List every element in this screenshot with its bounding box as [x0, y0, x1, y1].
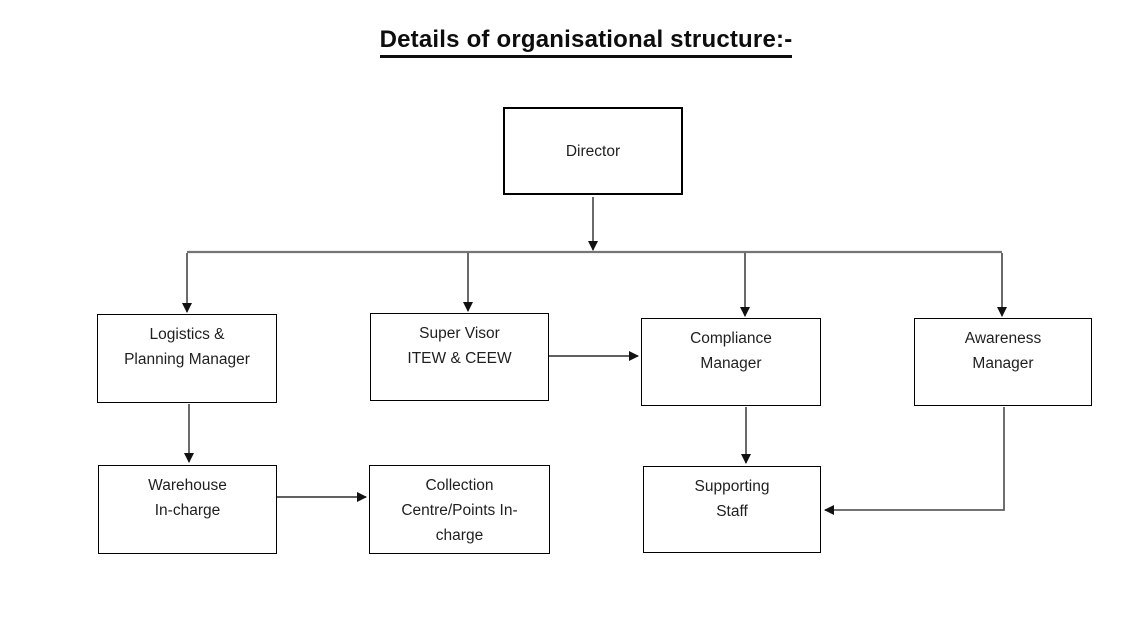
node-awareness-manager: Awareness Manager: [914, 318, 1092, 406]
node-director: Director: [503, 107, 683, 195]
node-label-line: Collection: [425, 477, 494, 494]
node-compliance-manager: Compliance Manager: [641, 318, 821, 406]
node-label-line: ITEW & CEEW: [407, 350, 512, 367]
node-label-line: Centre/Points In-: [401, 502, 518, 519]
node-label-line: Super Visor: [419, 325, 500, 342]
node-logistics-planning-manager: Logistics & Planning Manager: [97, 314, 277, 403]
node-supervisor-itew-ceew: Super Visor ITEW & CEEW: [370, 313, 549, 401]
node-label-line: In-charge: [154, 502, 221, 519]
page-title-row: Details of organisational structure:-: [30, 26, 1142, 58]
node-label-line: Compliance: [690, 330, 772, 347]
node-label-line: Director: [565, 142, 621, 160]
node-warehouse-incharge: Warehouse In-charge: [98, 465, 277, 554]
node-collection-centre-points-incharge: Collection Centre/Points In- charge: [369, 465, 550, 554]
node-label-line: Staff: [716, 503, 748, 520]
node-label-line: Supporting: [694, 478, 770, 495]
node-label-line: Awareness: [964, 330, 1042, 347]
node-label-line: Manager: [700, 355, 762, 372]
node-label-line: Manager: [972, 355, 1034, 372]
edge-awareness-to-supporting-arrow: [824, 407, 1005, 515]
node-label-line: Warehouse: [148, 477, 227, 494]
node-label-line: Planning Manager: [124, 351, 250, 368]
node-label-line: Logistics &: [149, 326, 225, 343]
node-supporting-staff: Supporting Staff: [643, 466, 821, 553]
page-title: Details of organisational structure:-: [379, 26, 793, 58]
node-label-line: charge: [435, 527, 484, 544]
